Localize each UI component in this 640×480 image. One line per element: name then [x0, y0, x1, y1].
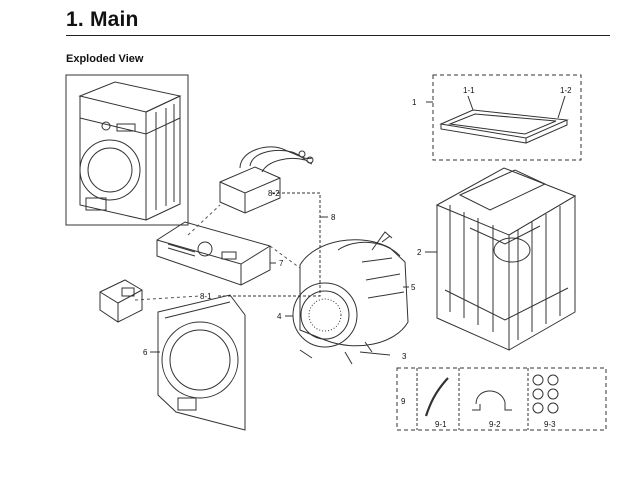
- label-part-5: 5: [411, 283, 416, 292]
- washer-overview-thumbnail: [65, 74, 189, 226]
- label-part-1-2: 1-2: [560, 86, 572, 95]
- label-part-8-1: 8-1: [200, 292, 212, 301]
- accessories-box: [396, 367, 607, 431]
- tub-assembly: [285, 231, 409, 365]
- label-part-8-2: 8-2: [268, 189, 280, 198]
- section-subtitle: Exploded View: [66, 53, 144, 65]
- guide-lines: [134, 204, 301, 301]
- title-divider: [66, 35, 610, 36]
- label-part-8: 8: [331, 213, 336, 222]
- label-part-6: 6: [143, 348, 148, 357]
- page-title: 1. Main: [66, 8, 139, 31]
- control-panel: [156, 221, 276, 286]
- label-part-3: 3: [402, 352, 407, 361]
- label-part-9: 9: [401, 397, 406, 406]
- dispenser-housing: [219, 146, 314, 214]
- detergent-drawer: [99, 279, 143, 323]
- label-part-9-1: 9-1: [435, 420, 447, 429]
- label-part-1-1: 1-1: [463, 86, 475, 95]
- group-8-bracket: [216, 192, 328, 297]
- top-cover-group: [426, 74, 582, 161]
- label-part-2: 2: [417, 248, 422, 257]
- cabinet-frame: [425, 167, 577, 351]
- front-panel-door: [150, 294, 246, 431]
- label-part-9-2: 9-2: [489, 420, 501, 429]
- label-part-1: 1: [412, 98, 417, 107]
- label-part-9-3: 9-3: [544, 420, 556, 429]
- label-part-4: 4: [277, 312, 282, 321]
- label-part-7: 7: [279, 259, 284, 268]
